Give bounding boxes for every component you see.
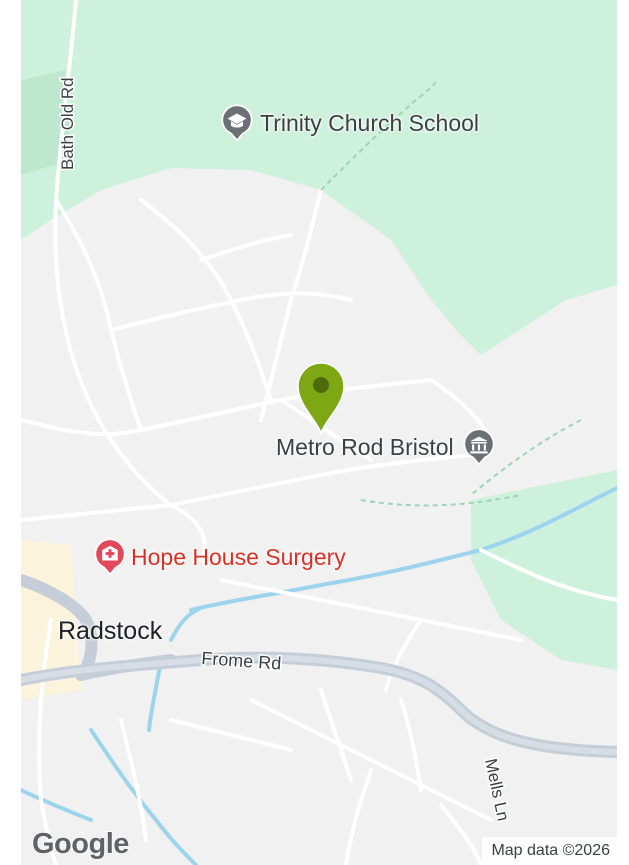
poi-label: Metro Rod Bristol xyxy=(276,433,454,460)
google-logo: Google xyxy=(31,827,130,861)
poi-metro-rod-bristol[interactable]: Metro Rod Bristol xyxy=(276,428,498,466)
school-icon xyxy=(221,104,253,142)
map-attribution[interactable]: Map data ©2026 xyxy=(482,837,617,865)
poi-hope-house-surgery[interactable]: Hope House Surgery xyxy=(91,538,346,576)
place-label-radstock: Radstock xyxy=(58,617,163,645)
map-tiles: Bath Old Rd Frome Rd Mells Ln xyxy=(21,0,617,865)
major-road-inner xyxy=(21,654,617,755)
park-area-north xyxy=(21,0,617,355)
hospital-icon xyxy=(94,538,126,576)
minor-roads xyxy=(21,0,617,865)
waterways xyxy=(21,486,617,865)
park-area-east xyxy=(471,470,617,670)
poi-trinity-church-school[interactable]: Trinity Church School xyxy=(218,104,479,142)
location-pin-icon[interactable] xyxy=(294,359,348,435)
road-label-bath-old-rd: Bath Old Rd xyxy=(58,77,77,170)
bank-icon xyxy=(463,428,495,466)
map-viewport[interactable]: Bath Old Rd Frome Rd Mells Ln Trinity Ch… xyxy=(21,0,617,865)
poi-label: Trinity Church School xyxy=(260,109,480,136)
poi-label: Hope House Surgery xyxy=(131,543,346,570)
footpaths xyxy=(320,81,582,507)
